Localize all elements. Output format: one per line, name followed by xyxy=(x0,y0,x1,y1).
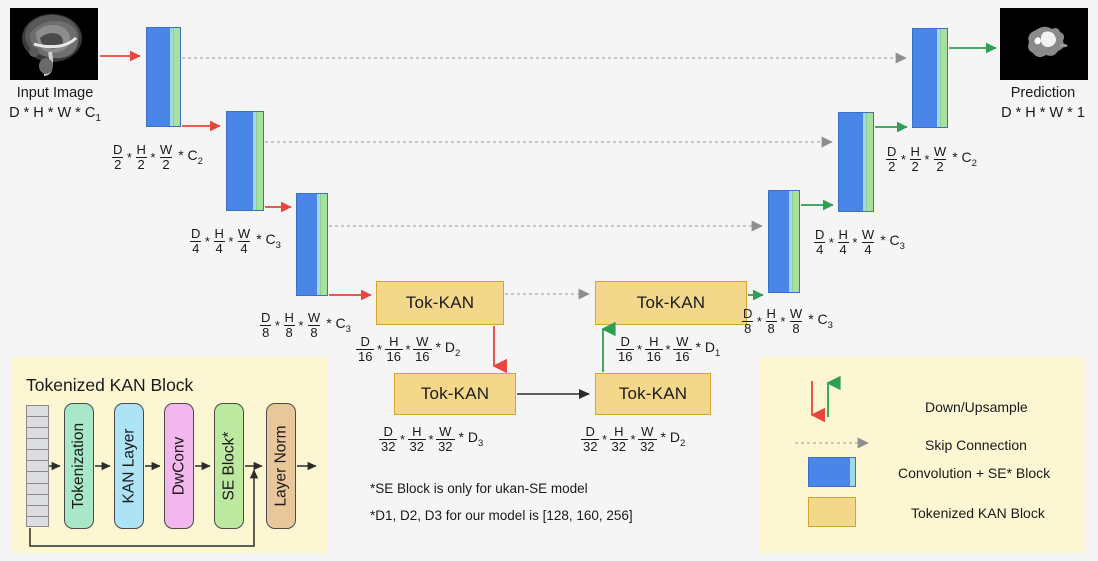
conv-cyan-strip xyxy=(937,29,940,127)
decoder-conv-block-2 xyxy=(838,112,874,212)
token-cell xyxy=(27,472,48,484)
legend-blue-block xyxy=(808,457,856,487)
note-dims: *D1, D2, D3 for our model is [128, 160, … xyxy=(370,508,633,523)
prediction-caption: Prediction D * H * W * 1 xyxy=(988,84,1098,123)
tokkan-block-dec-1: Tok-KAN xyxy=(595,281,747,325)
tokkan-block-enc-2: Tok-KAN xyxy=(394,373,516,415)
decoder-conv-block-3 xyxy=(768,190,800,293)
conv-cyan-strip xyxy=(789,191,792,292)
token-cell xyxy=(27,495,48,506)
token-cell xyxy=(27,461,48,473)
kan-panel-title: Tokenized KAN Block xyxy=(26,375,194,395)
conv-green-strip xyxy=(866,113,873,211)
conv-green-strip xyxy=(792,191,799,292)
kan-stage-label: DwConv xyxy=(170,436,188,496)
input-caption: Input Image D * H * W * C1 xyxy=(0,84,110,125)
kan-stage-tokenization: Tokenization xyxy=(64,403,94,529)
prediction-caption-line1: Prediction xyxy=(1010,85,1076,101)
legend-blue-strip xyxy=(850,458,855,486)
tokkan-block-enc-1: Tok-KAN xyxy=(376,281,504,325)
tokkan-label: Tok-KAN xyxy=(405,293,475,312)
conv-green-strip xyxy=(320,194,327,295)
token-cell xyxy=(27,428,48,440)
prediction-caption-line2: D * H * W * 1 xyxy=(1001,104,1085,121)
token-cell xyxy=(27,417,48,429)
kan-stage-kan-layer: KAN Layer xyxy=(114,403,144,529)
conv-cyan-strip xyxy=(863,113,866,211)
legend-label-skip: Skip Connection xyxy=(925,437,1027,453)
kan-stage-dwconv: DwConv xyxy=(164,403,194,529)
kan-stage-layer-norm: Layer Norm xyxy=(266,403,296,529)
input-image xyxy=(10,8,98,80)
conv-green-strip xyxy=(940,29,947,127)
token-cell xyxy=(27,439,48,451)
conv-green-strip xyxy=(173,28,180,126)
conv-green-strip xyxy=(256,112,263,210)
token-cell xyxy=(27,484,48,495)
tokkan-label: Tok-KAN xyxy=(420,384,490,403)
note-se-block: *SE Block is only for ukan-SE model xyxy=(370,481,588,496)
tokkan-label: Tok-KAN xyxy=(618,384,688,403)
token-sequence-strip xyxy=(26,405,49,527)
input-caption-line2: D * H * W * C1 xyxy=(9,104,101,124)
tokkan-block-dec-2: Tok-KAN xyxy=(595,373,711,415)
conv-cyan-strip xyxy=(253,112,256,210)
kan-stage-se-block: SE Block* xyxy=(214,403,244,529)
kan-stage-label: Tokenization xyxy=(70,422,88,510)
token-cell xyxy=(27,450,48,462)
token-cell xyxy=(27,506,48,517)
legend-yellow-block xyxy=(808,497,856,527)
decoder-conv-block-1 xyxy=(912,28,948,128)
tokkan-label: Tok-KAN xyxy=(636,293,706,312)
kan-stage-label: SE Block* xyxy=(220,431,238,501)
encoder-conv-block-3 xyxy=(296,193,328,296)
legend-label-tokkan: Tokenized KAN Block xyxy=(911,505,1045,521)
encoder-conv-block-1 xyxy=(146,27,181,127)
prediction-image xyxy=(1000,8,1088,80)
kan-stage-label: Layer Norm xyxy=(272,425,289,507)
kan-stage-label: KAN Layer xyxy=(120,428,138,504)
conv-cyan-strip xyxy=(170,28,173,126)
legend-label-conv: Convolution + SE* Block xyxy=(898,465,1051,481)
input-caption-line1: Input Image xyxy=(16,85,94,101)
encoder-conv-block-2 xyxy=(226,111,264,211)
token-cell xyxy=(27,406,48,418)
legend-label-downsample: Down/Upsample xyxy=(925,399,1028,415)
conv-cyan-strip xyxy=(317,194,320,295)
token-cell xyxy=(27,517,48,528)
